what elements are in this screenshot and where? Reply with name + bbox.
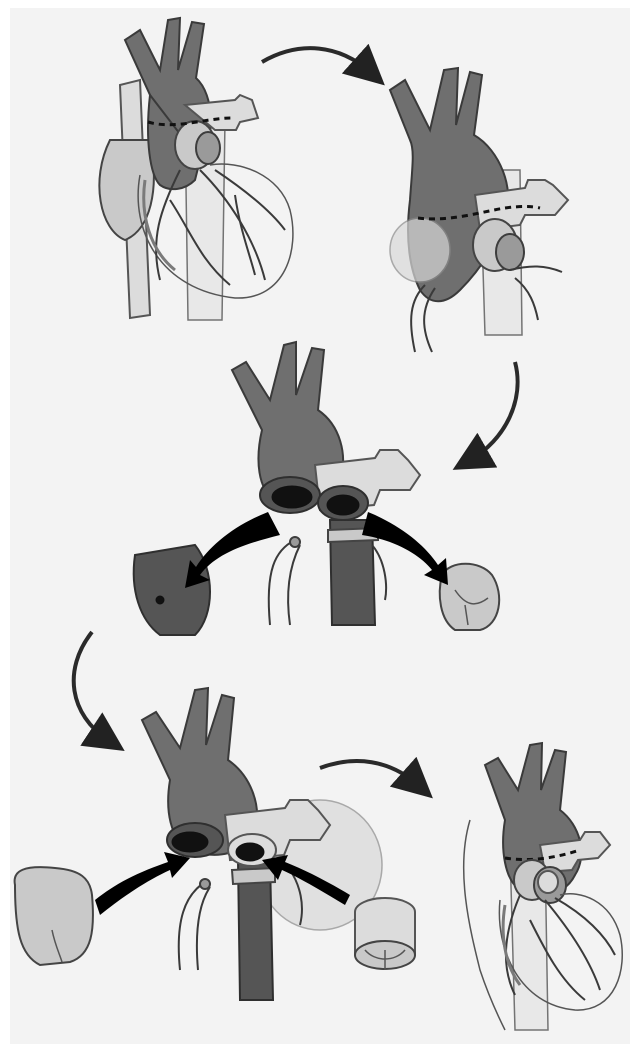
step-2-heart: [390, 68, 568, 352]
explanted-pulmonary-root: [440, 564, 499, 630]
step-4-heart: [142, 688, 382, 1000]
homograft-aortic: [15, 867, 93, 965]
arrow-step-2-to-3: [470, 362, 518, 460]
valved-conduit: [355, 898, 415, 970]
explanted-aortic-root: [134, 545, 210, 635]
arrow-step-1-to-2: [262, 48, 370, 72]
step-5-heart: [464, 743, 623, 1030]
arrow-implant-aortic: [95, 852, 190, 915]
step-3-heart: [232, 342, 420, 625]
arrow-step-3-to-4: [74, 632, 108, 740]
arrow-step-4-to-5: [320, 761, 418, 785]
step-1-heart: [99, 18, 293, 320]
